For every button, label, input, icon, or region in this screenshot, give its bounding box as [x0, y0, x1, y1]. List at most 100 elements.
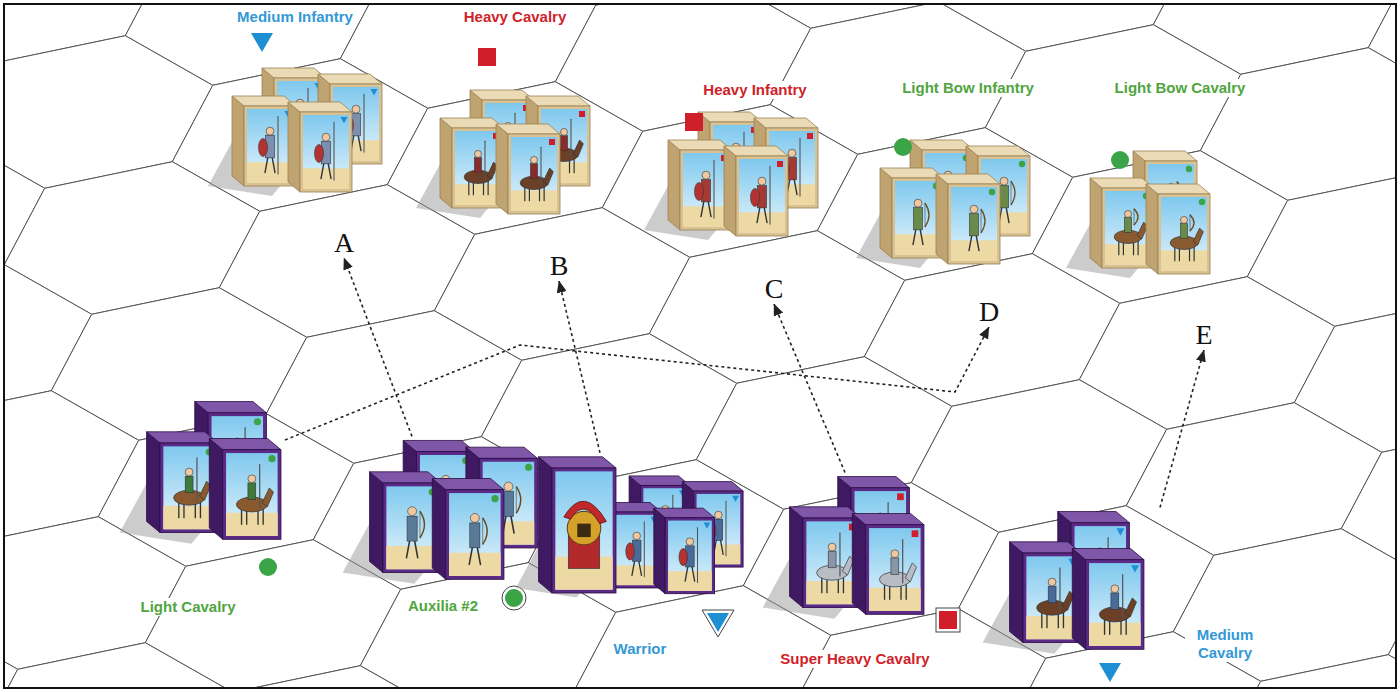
block-sky	[668, 521, 712, 591]
block-face	[948, 184, 1000, 264]
block-top	[403, 440, 475, 451]
hex-cell	[1173, 529, 1395, 682]
figure-line	[358, 134, 361, 150]
block-ground	[615, 565, 659, 585]
figure-line	[685, 566, 688, 581]
block-marker	[777, 161, 783, 167]
block-marker	[807, 133, 813, 139]
block-ground	[511, 190, 557, 211]
block-sky	[386, 486, 438, 569]
soldier-body	[1000, 186, 1009, 208]
block-top	[936, 174, 1000, 184]
hex-cell	[5, 643, 233, 687]
block-sky	[247, 109, 293, 183]
block-stack	[516, 457, 743, 637]
block-top	[262, 68, 326, 78]
figure-line	[511, 515, 514, 533]
horse-head	[262, 488, 273, 507]
block-face	[300, 112, 352, 192]
unit-stack: Heavy Cavalry	[436, 4, 594, 218]
block-top	[432, 479, 504, 490]
block-top	[288, 102, 352, 112]
block-ground	[895, 234, 941, 255]
figure-line	[713, 160, 714, 218]
soldier-head	[788, 149, 796, 157]
hex-cell	[192, 666, 447, 687]
block-top	[790, 507, 862, 518]
block-side	[1072, 549, 1085, 650]
soldier-head	[758, 177, 766, 185]
unit-stack: Light Bow Infantry	[876, 75, 1041, 268]
bow	[1134, 209, 1138, 225]
figure-line	[913, 228, 916, 244]
figure-line	[1006, 206, 1009, 222]
figure-line	[333, 122, 334, 180]
medium-symbol	[1099, 663, 1121, 682]
block-ground	[1105, 244, 1151, 265]
bow	[925, 203, 929, 227]
block-sky	[1026, 556, 1078, 639]
block-top	[852, 514, 924, 525]
block-side	[852, 514, 865, 615]
figure-line	[969, 234, 972, 250]
horse-head	[1193, 228, 1203, 245]
block-side	[880, 168, 892, 258]
block-ground	[806, 581, 858, 604]
block-sky	[1089, 563, 1141, 646]
move-arrow	[285, 327, 989, 440]
block-top	[466, 447, 538, 458]
block-side	[1010, 542, 1023, 643]
unit-label: Super Heavy Cavalry	[777, 650, 932, 668]
figure-line	[708, 200, 711, 216]
figure-line	[484, 141, 485, 179]
soldier-body	[503, 492, 513, 517]
block-side	[209, 439, 222, 540]
block-sky	[1161, 197, 1207, 271]
target-letter: E	[1195, 320, 1212, 350]
figure-line	[259, 465, 260, 508]
block-face	[866, 525, 924, 615]
block-ground	[449, 553, 501, 576]
block-sky	[455, 131, 501, 205]
figure-line	[692, 566, 695, 581]
block-top	[526, 96, 590, 106]
figure-line	[725, 501, 726, 556]
rider	[828, 551, 836, 568]
block-face	[1086, 560, 1144, 650]
block-marker	[989, 189, 995, 195]
soldier-head	[504, 482, 513, 491]
soldier-head	[970, 205, 978, 213]
block-face	[223, 450, 281, 540]
rider	[531, 164, 538, 179]
block-sky	[739, 159, 785, 233]
figure-line	[419, 511, 420, 538]
block-stack	[644, 112, 818, 240]
block-side	[654, 508, 665, 594]
soldier-head	[702, 171, 710, 179]
block-stack	[856, 138, 1030, 268]
figure-line	[1190, 215, 1191, 231]
figure-line	[902, 540, 903, 583]
medium-symbol	[707, 613, 729, 632]
rider	[1048, 586, 1056, 603]
block-sky	[869, 528, 921, 611]
target-hex-letter: E	[1191, 320, 1216, 350]
block-sky	[951, 187, 997, 261]
block-top	[147, 432, 219, 443]
block-stack	[343, 440, 538, 610]
block-sky	[615, 515, 659, 585]
block-side	[147, 432, 160, 533]
block-face	[665, 518, 714, 594]
block-top	[682, 482, 743, 492]
unit-symbol-ring	[702, 610, 734, 637]
block-sky	[163, 446, 215, 529]
block-ground	[303, 168, 349, 189]
block-top	[209, 439, 281, 450]
block-top	[629, 476, 690, 486]
block-marker	[1131, 565, 1139, 572]
block-stack	[983, 512, 1144, 682]
block-stack	[1066, 151, 1210, 278]
light-symbol	[259, 558, 277, 576]
rider-head	[1125, 210, 1132, 217]
